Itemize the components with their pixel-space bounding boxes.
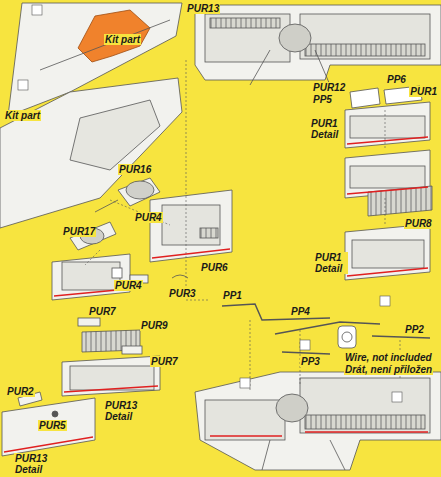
part-label: Drát, není přiložen: [344, 364, 433, 375]
part-label: PUR1 Detail: [310, 118, 344, 140]
part-label: PUR1: [409, 86, 438, 97]
part-label: PUR13 Detail: [14, 453, 48, 475]
part-label: PUR5: [38, 420, 67, 431]
part-label: PUR1 Detail: [314, 252, 348, 274]
part-label: PUR3: [168, 288, 197, 299]
part-label: PUR2: [6, 386, 35, 397]
part-label: PUR7: [150, 356, 179, 367]
part-label: PUR8: [404, 218, 433, 229]
part-label: Wire, not included: [344, 352, 433, 363]
part-label: PP4: [290, 306, 311, 317]
part-label: PP5: [312, 94, 333, 105]
part-label: PUR9: [140, 320, 169, 331]
part-label: PP6: [386, 74, 407, 85]
part-label: PUR6: [200, 262, 229, 273]
part-label: PUR17: [62, 226, 96, 237]
part-label: PP2: [404, 324, 425, 335]
part-label: PP1: [222, 290, 243, 301]
part-label: PUR16: [118, 164, 152, 175]
part-label: PUR13 Detail: [104, 400, 138, 422]
part-label: PUR12: [312, 82, 346, 93]
part-label: PUR7: [88, 306, 117, 317]
part-label: Kit part: [4, 110, 41, 121]
part-label: PUR13: [186, 3, 220, 14]
part-label: PUR4: [134, 212, 163, 223]
part-label: PUR4: [114, 280, 143, 291]
part-label: Kit part: [104, 34, 141, 45]
part-label: PP3: [300, 356, 321, 367]
